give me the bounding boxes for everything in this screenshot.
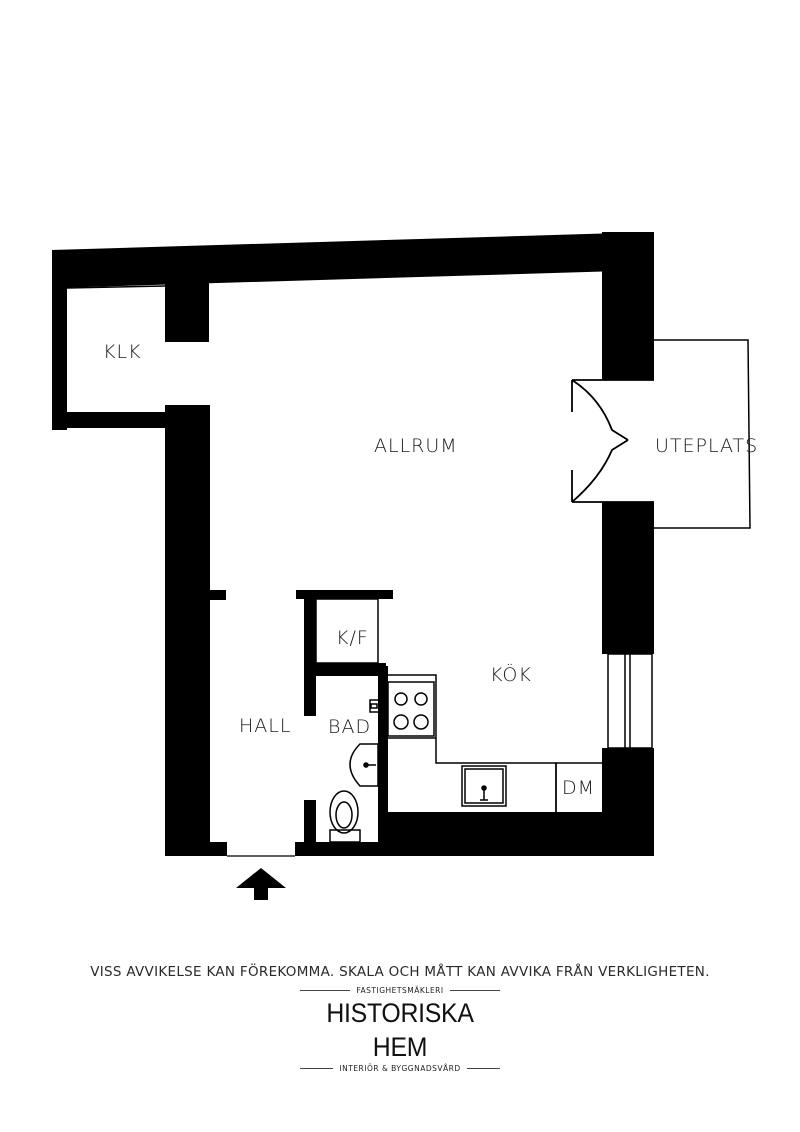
kf-closet: [315, 598, 379, 664]
toilet-icon: [329, 790, 361, 843]
kitchen-sink-icon: [461, 765, 507, 807]
double-door-icon: [571, 379, 654, 503]
room-label-klk: KLK: [103, 341, 142, 363]
brand-rule-left-bottom: [300, 1068, 334, 1069]
brand-bottom-line: INTERIÖR & BYGGNADSVÅRD: [300, 1064, 501, 1073]
brand-top-line: FASTIGHETSMÄKLERI: [300, 986, 501, 995]
stove-icon: [387, 681, 435, 737]
room-label-hall: HALL: [239, 715, 291, 737]
arrow-up-icon: [236, 868, 286, 900]
brand-rule-right-bottom: [466, 1068, 501, 1069]
interior-walls: [210, 590, 393, 845]
brand-logo: FASTIGHETSMÄKLERI HISTORISKA HEM INTERIÖ…: [300, 986, 501, 1073]
window-kok: [607, 653, 653, 749]
outer-walls: [52, 232, 654, 856]
room-label-dm: DM: [562, 777, 595, 799]
klk-divider: [66, 285, 166, 289]
brand-name: HISTORISKA HEM: [326, 998, 474, 1062]
brand-rule-left: [300, 990, 351, 991]
brand-rule-right: [449, 990, 501, 991]
room-label-kok: KÖK: [490, 663, 532, 686]
washbasin-icon: [349, 743, 379, 787]
brand-bottom-text: INTERIÖR & BYGGNADSVÅRD: [339, 1064, 461, 1073]
room-label-bad: BAD: [328, 716, 371, 738]
room-label-kf: K/F: [336, 627, 369, 649]
faucet-icon: [369, 699, 378, 713]
brand-top-text: FASTIGHETSMÄKLERI: [356, 986, 444, 995]
room-label-allrum: ALLRUM: [374, 435, 458, 457]
room-label-uteplats: UTEPLATS: [655, 435, 758, 457]
disclaimer-text: VISS AVVIKELSE KAN FÖREKOMMA. SKALA OCH …: [90, 964, 710, 980]
uteplats-outline: [654, 339, 751, 529]
